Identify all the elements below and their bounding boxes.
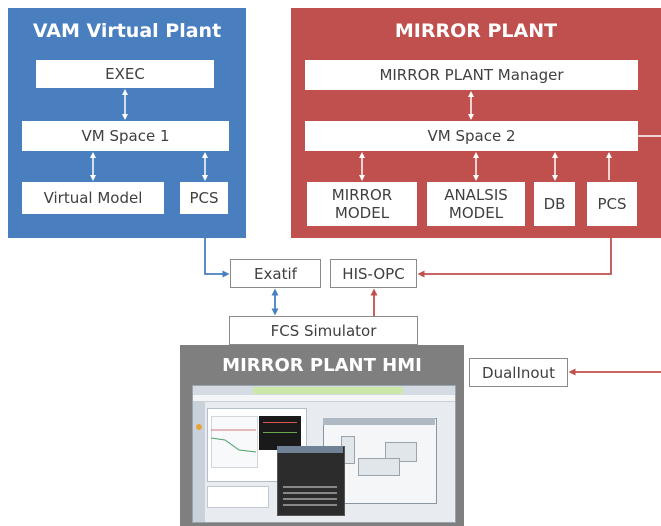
- hmi-panel-title: MIRROR PLANT HMI: [222, 355, 422, 376]
- mirror-pcs-box: PCS: [587, 182, 637, 226]
- mirror-panel-title: MIRROR PLANT: [394, 20, 558, 42]
- exatif-box: Exatif: [230, 259, 321, 288]
- dual-inout-box: DualInout: [469, 358, 568, 387]
- mirror-model-box: MIRROR MODEL: [307, 182, 417, 226]
- vam-pcs-box: PCS: [180, 182, 228, 214]
- his-opc-box: HIS-OPC: [330, 259, 417, 288]
- exec-box: EXEC: [36, 60, 214, 88]
- vm-space-2-box: VM Space 2: [305, 121, 638, 151]
- hmi-screenshot-image: [192, 385, 456, 523]
- db-box: DB: [534, 182, 575, 226]
- fcs-simulator-box: FCS Simulator: [229, 316, 418, 345]
- analysis-model-box: ANALSIS MODEL: [427, 182, 525, 226]
- vam-panel-title: VAM Virtual Plant: [32, 20, 222, 42]
- virtual-model-box: Virtual Model: [22, 182, 164, 214]
- mirror-plant-manager-box: MIRROR PLANT Manager: [305, 60, 638, 90]
- vm-space-1-box: VM Space 1: [22, 121, 229, 151]
